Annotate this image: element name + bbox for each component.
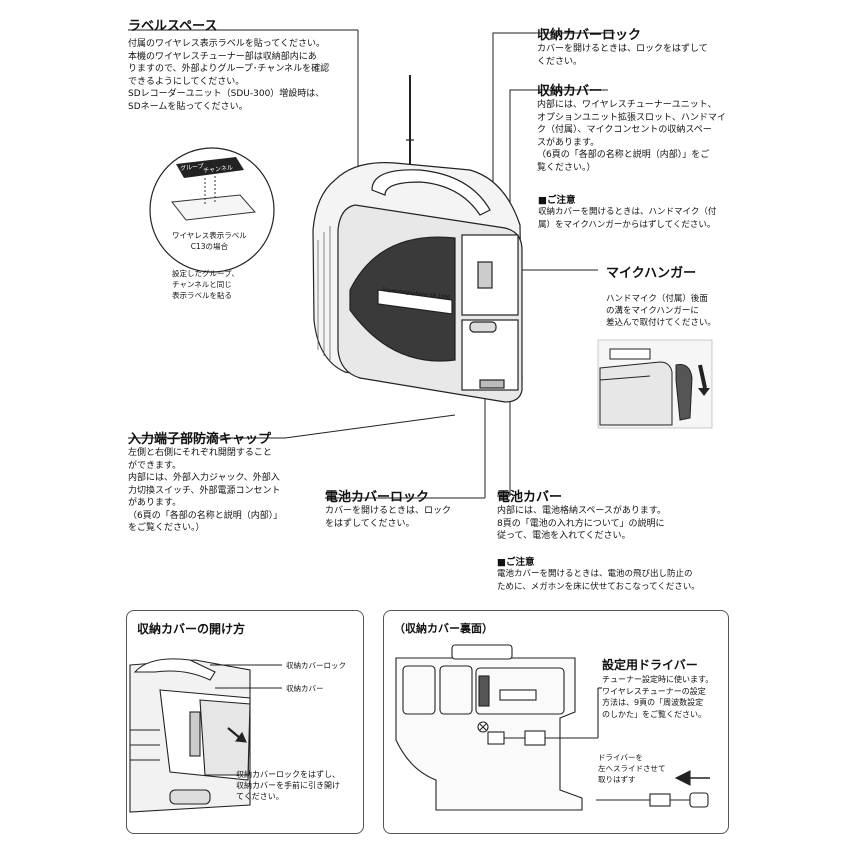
storage-cover-heading: 収納カバー: [537, 84, 603, 99]
label-inset-illustration: [149, 147, 275, 273]
open-cover-illustration: [129, 658, 282, 813]
input-cap-body: 左側と右側にそれぞれ開閉すること ができます。 内部には、外部入力ジャック、外部…: [128, 448, 283, 533]
cover-back-panel: [383, 610, 729, 834]
label-space-body: 付属のワイヤレス表示ラベルを貼ってください。 本機のワイヤレスチューナー部は収納…: [128, 39, 330, 112]
storage-cover-body: 内部には、ワイヤレスチューナーユニット、 オプションユニット拡張スロット、ハンド…: [537, 100, 726, 173]
open-callout-lock: 収納カバーロック: [286, 661, 346, 670]
open-callout-cover: 収納カバー: [286, 684, 324, 693]
cover-back-illustration: [395, 644, 710, 811]
storage-cover-note: ■ご注意 収納カバーを開けるときは、ハンドマイク（付 属）をマイクハンガーからは…: [538, 192, 724, 231]
driver-slide-caption: ドライバーを 左へスライドさせて 取りはずす: [598, 753, 666, 784]
battery-cover-heading: 電池カバー: [497, 490, 563, 505]
driver-body: チューナー設定時に使います。 ワイヤレスチューナーの設定 方法は、9頁の「周波数…: [602, 675, 714, 719]
storage-lock-body: カバーを開けるときは、ロックをはずして ください。: [537, 44, 708, 67]
open-method-title: 収納カバーの開け方: [137, 622, 246, 636]
storage-lock-heading: 収納カバーロック: [537, 28, 642, 43]
open-method-panel: [126, 610, 364, 834]
battery-lock-heading: 電池カバーロック: [325, 490, 430, 505]
battery-cover-note-title: ■ご注意: [497, 557, 535, 568]
battery-lock-body: カバーを開けるときは、ロック をはずしてください。: [325, 506, 452, 529]
battery-cover-note-body: 電池カバーを開けるときは、電池の飛び出し防止の ために、メガホンを床に伏せておこ…: [497, 569, 700, 592]
label-space-heading: ラベルスペース: [128, 19, 218, 34]
battery-cover-note: ■ご注意 電池カバーを開けるときは、電池の飛び出し防止の ために、メガホンを床に…: [497, 554, 727, 593]
driver-heading: 設定用ドライバー: [602, 658, 698, 672]
battery-cover-body: 内部には、電池格納スペースがあります。 8頁の「電池の入れ方について」の説明に …: [497, 506, 667, 541]
mic-hanger-body: ハンドマイク（付属）後面 の溝をマイクハンガーに 差込んで取付けてください。: [606, 294, 716, 328]
storage-cover-note-title: ■ご注意: [538, 195, 576, 206]
storage-cover-note-body: 収納カバーを開けるときは、ハンドマイク（付 属）をマイクハンガーからはずしてくだ…: [538, 207, 717, 230]
input-cap-heading: 入力端子部防滴キャップ: [128, 432, 272, 447]
open-instruction: 収納カバーロックをはずし、 収納カバーを手前に引き開け てください。: [236, 770, 340, 801]
mic-hanger-inset: [597, 339, 713, 429]
mic-hanger-heading: マイクハンガー: [606, 266, 697, 281]
label-below-caption: 設定したグループ、 チャンネルと同じ 表示ラベルを貼る: [172, 269, 239, 300]
label-inset-caption: ワイヤレス表示ラベル C13の場合: [172, 231, 247, 251]
megaphone-illustration: [312, 75, 523, 403]
cover-back-title: （収納カバー裏面）: [394, 622, 493, 635]
